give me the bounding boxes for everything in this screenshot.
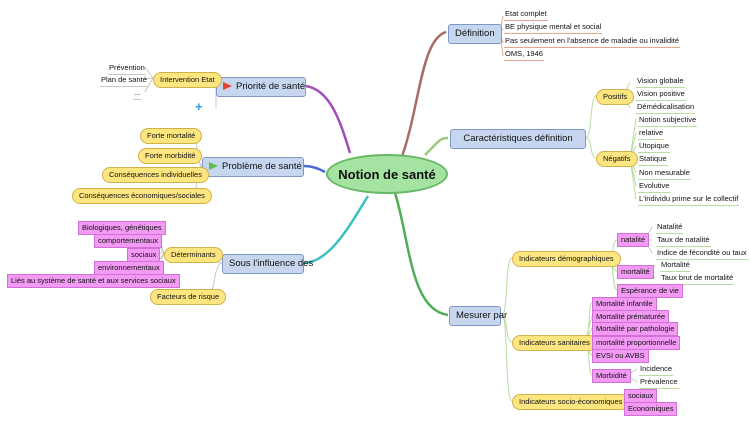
subtopic-probleme[interactable]: Conséquences économiques/sociales — [72, 188, 212, 204]
leaf-positif[interactable]: Vision positive — [636, 88, 686, 101]
leaf-mortalite[interactable]: Taux brut de mortalité — [660, 272, 735, 285]
subtopic-facteurs-de-risque[interactable]: Facteurs de risque — [150, 289, 227, 305]
tag-determinant[interactable]: Liés au système de santé et aux services… — [7, 274, 180, 288]
leaf-definition[interactable]: Etat complet — [504, 8, 548, 21]
leaf-positif[interactable]: Vision globale — [636, 75, 685, 88]
leaf-mortalite[interactable]: Mortalité — [660, 259, 691, 272]
tag-sanitaire[interactable]: Mortalité par pathologie — [592, 322, 679, 336]
subtopic-indicateurs-sanitaires[interactable]: Indicateurs sanitaires — [512, 335, 597, 351]
leaf-natalite[interactable]: Taux de natalité — [656, 234, 711, 247]
tag-sanitaire[interactable]: Mortalité infantile — [592, 297, 657, 311]
topic-priorite-label: Priorité de santé — [236, 81, 306, 92]
leaf-intervention[interactable]: Prévention — [108, 62, 146, 75]
topic-definition[interactable]: Définition — [448, 24, 502, 44]
topic-probleme-de-sante[interactable]: Problème de santé — [202, 157, 304, 177]
tag-socio[interactable]: Economiques — [624, 402, 678, 416]
subtopic-intervention-etat[interactable]: Intervention Etat — [153, 72, 222, 88]
leaf-negatif[interactable]: relative — [638, 127, 665, 140]
tag-determinant[interactable]: environnementaux — [94, 261, 164, 275]
tag-sanitaire[interactable]: EVSI ou AVBS — [592, 349, 649, 363]
subtopic-negatifs[interactable]: Négatifs — [596, 151, 638, 167]
tag-socio[interactable]: sociaux — [624, 389, 658, 403]
tag-natalite[interactable]: natalité — [617, 233, 650, 247]
tag-mortalite[interactable]: mortalité — [617, 265, 654, 279]
leaf-negatif[interactable]: Statique — [638, 153, 668, 166]
central-topic[interactable]: Notion de santé — [326, 154, 448, 194]
topic-caracteristiques[interactable]: Caractéristiques définition — [450, 129, 586, 149]
leaf-definition[interactable]: OMS, 1946 — [504, 48, 544, 61]
subtopic-probleme[interactable]: Conséquences individuelles — [102, 167, 209, 183]
leaf-natalite[interactable]: Indice de fécondité ou taux — [656, 247, 748, 260]
red-flag-icon — [223, 82, 232, 90]
tag-sanitaire[interactable]: mortalité proportionnelle — [592, 336, 681, 350]
leaf-negatif[interactable]: Evolutive — [638, 180, 671, 193]
subtopic-probleme[interactable]: Forte morbidité — [138, 148, 203, 164]
topic-sous-influence[interactable]: Sous l'influence des — [222, 254, 313, 274]
leaf-natalite[interactable]: Natalité — [656, 221, 684, 234]
topic-priorite-de-sante[interactable]: Priorité de santé — [216, 77, 306, 97]
leaf-definition[interactable]: Pas seulement en l'absence de maladie ou… — [504, 35, 681, 48]
leaf-positif[interactable]: Démédicalisation — [636, 101, 696, 114]
subtopic-positifs[interactable]: Positifs — [596, 89, 635, 105]
leaf-morbidite[interactable]: Prévalence — [639, 376, 679, 389]
tag-esperance-de-vie[interactable]: Espérance de vie — [617, 284, 683, 298]
green-flag-icon — [209, 162, 218, 170]
topic-probleme-label: Problème de santé — [222, 161, 302, 172]
topic-mesurer[interactable]: Mesurer par — [449, 306, 507, 326]
leaf-negatif[interactable]: L'individu prime sur le collectif — [638, 193, 740, 206]
subtopic-probleme[interactable]: Forte mortalité — [140, 128, 203, 144]
tag-morbidite[interactable]: Morbidité — [592, 369, 631, 383]
leaf-definition[interactable]: BE physique mental et social — [504, 21, 603, 34]
leaf-negatif[interactable]: Utopique — [638, 140, 671, 153]
subtopic-indicateurs-socio-economiques[interactable]: Indicateurs socio-économiques — [512, 394, 630, 410]
tag-determinant[interactable]: Biologiques, génétiques — [78, 221, 166, 235]
leaf-negatif[interactable]: Non mesurable — [638, 167, 691, 180]
subtopic-determinants[interactable]: Déterminants — [164, 247, 223, 263]
leaf-morbidite[interactable]: Incidence — [639, 363, 674, 376]
tag-determinant[interactable]: sociaux — [127, 248, 161, 262]
tag-determinant[interactable]: comportementaux — [94, 234, 163, 248]
add-topic-plus-icon[interactable]: + — [195, 99, 203, 114]
leaf-intervention[interactable]: Plan de santé — [100, 74, 148, 87]
leaf-negatif[interactable]: Notion subjective — [638, 114, 698, 127]
leaf-intervention[interactable]: ... — [133, 87, 142, 100]
subtopic-indicateurs-demographiques[interactable]: Indicateurs démographiques — [512, 251, 621, 267]
